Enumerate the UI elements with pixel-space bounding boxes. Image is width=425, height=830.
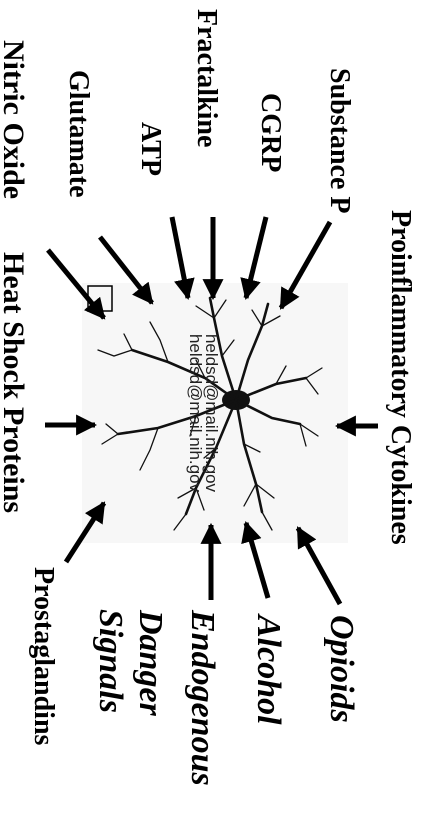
watermark-line-2: heldsd@mail.nih.gov [186,334,205,493]
label-heat-shock-proteins: Heat Shock Proteins [0,252,30,513]
label-glutamate: Glutamate [63,70,94,198]
label-prostaglandins: Prostaglandins [28,567,59,746]
label-endogenous: Endogenous [184,609,221,786]
label-fractalkine: Fractalkine [191,9,222,147]
label-danger: Danger [132,609,169,717]
label-nitric-oxide: Nitric Oxide [0,40,30,199]
label-alcohol: Alcohol [250,613,287,725]
label-substance-p: Substance P [324,68,355,213]
label-atp: ATP [135,122,166,176]
label-signals: Signals [92,609,129,713]
label-proinflammatory-cytokines: Proinflammatory Cytokines [385,210,416,545]
watermark: heldsd@mail.nih.gov heldsd@mail.nih.gov [186,334,221,493]
label-cgrp: CGRP [255,93,286,172]
label-opioids: Opioids [323,615,360,723]
